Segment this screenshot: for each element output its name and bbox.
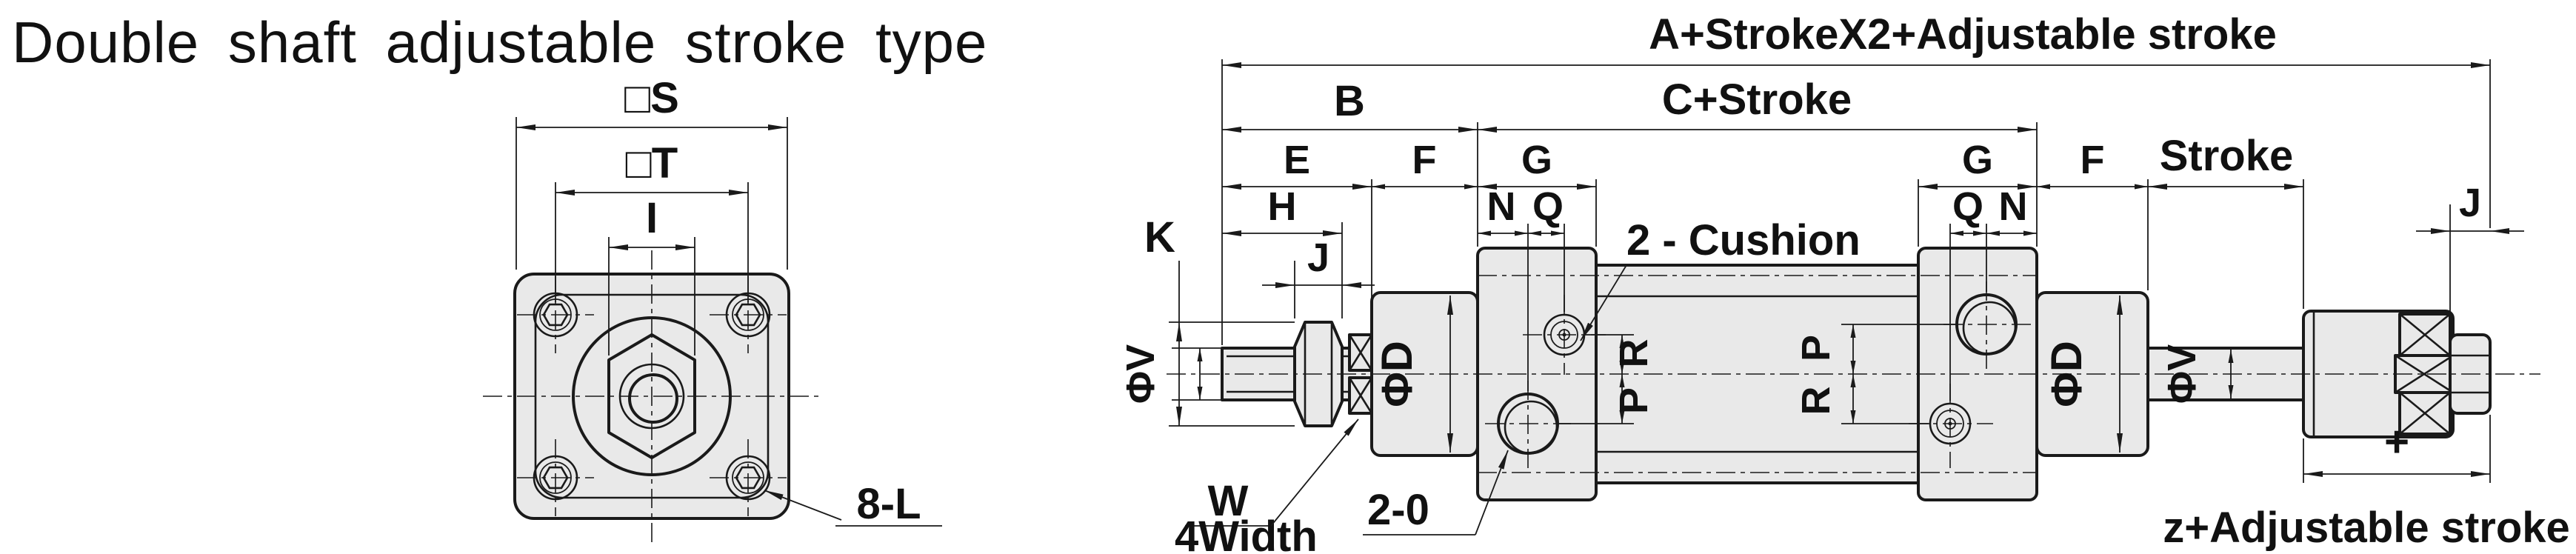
z-note-label: z+Adjustable stroke xyxy=(2163,504,2570,552)
dim-rp-left: R P xyxy=(1612,335,1656,424)
dim-t-label: □T xyxy=(626,139,678,187)
dim-i-label: I xyxy=(646,194,658,242)
dim-e: E xyxy=(1222,138,1372,190)
dim-rod-dia-right: ΦV xyxy=(2160,344,2234,404)
dim-g-left-label: G xyxy=(1521,138,1552,182)
dim-c-label: C+Stroke xyxy=(1662,76,1852,124)
dim-i: I xyxy=(608,194,695,356)
dim-h-label: H xyxy=(1268,184,1297,229)
dim-adjustable: + z+Adjustable stroke xyxy=(2163,418,2570,552)
dim-f-right-label: F xyxy=(2081,138,2105,182)
dim-g-left: G xyxy=(1478,138,1596,190)
cushion-callout-label: 2 - Cushion xyxy=(1626,216,1861,264)
dim-n-left: N xyxy=(1478,184,1528,236)
dim-f-left-label: F xyxy=(1412,138,1437,182)
port-callout: 2-0 xyxy=(1363,450,1509,535)
page-title: Double shaft adjustable stroke type xyxy=(12,10,987,75)
cushion-callout: 2 - Cushion xyxy=(1580,216,1898,341)
front-view: □S □T I 8-L xyxy=(483,74,942,544)
dim-j-left-label: J xyxy=(1307,236,1329,280)
dim-j-left: J xyxy=(1262,236,1375,288)
rod-dia-right-label: ΦV xyxy=(2160,344,2204,404)
dim-cover-dia-right: ΦD xyxy=(2043,296,2123,453)
rod-dia-left-label: ΦV xyxy=(1118,344,1163,404)
rod-circle xyxy=(628,373,678,424)
cover-dia-left-label: ΦD xyxy=(1373,341,1421,407)
dim-q-left: Q xyxy=(1528,184,1564,236)
dim-rp-right: P R xyxy=(1794,324,1856,424)
dim-n-right-label: N xyxy=(1999,184,2028,229)
dim-q-right-label: Q xyxy=(1952,184,1983,229)
wrench-callout: W 4Width xyxy=(1175,418,1359,554)
side-view: A+StrokeX2+Adjustable stroke B C+Stroke … xyxy=(1118,10,2570,554)
dim-j-right-label: J xyxy=(2459,181,2481,225)
dim-s: □S xyxy=(515,74,788,270)
dim-q-right: Q xyxy=(1950,184,1986,236)
dim-r-right-label: R xyxy=(1794,387,1838,416)
port-callout-label: 2-0 xyxy=(1367,486,1429,534)
dim-g-right-label: G xyxy=(1962,138,1993,182)
dim-p-left-label: P xyxy=(1612,387,1656,414)
dim-w-label: W xyxy=(1208,477,1249,525)
bolt-hole-bottom-left xyxy=(517,439,594,516)
bolt-callout: 8-L xyxy=(764,480,942,528)
dim-q-left-label: Q xyxy=(1532,184,1564,229)
dim-g-right: G xyxy=(1918,138,2037,190)
dim-c: C+Stroke xyxy=(1478,76,2037,133)
bolt-hole-bottom-right xyxy=(710,439,787,516)
dim-a-label: A+StrokeX2+Adjustable stroke xyxy=(1649,10,2277,59)
dim-stroke: Stroke xyxy=(2148,132,2303,190)
bolt-callout-label: 8-L xyxy=(857,480,921,528)
dim-k-label: K xyxy=(1144,213,1175,261)
dim-s-label: □S xyxy=(624,74,679,122)
dim-e-label: E xyxy=(1284,138,1310,182)
dim-t: □T xyxy=(555,139,749,302)
dim-a: A+StrokeX2+Adjustable stroke xyxy=(1222,10,2490,68)
dim-f-right: F xyxy=(2037,138,2148,190)
dim-rod-dia-left: ΦV xyxy=(1118,344,1203,404)
dim-b: B xyxy=(1222,77,1478,133)
dim-j-right: J xyxy=(2416,181,2524,234)
dim-k: K xyxy=(1144,213,1182,426)
dim-cover-dia-left: ΦD xyxy=(1373,296,1453,453)
dim-n-left-label: N xyxy=(1487,184,1516,229)
dim-f-left: F xyxy=(1372,138,1478,190)
wrench-note-label: 4Width xyxy=(1175,513,1318,554)
adjust-dim-label: + xyxy=(2384,418,2409,466)
dim-h: H xyxy=(1222,184,1342,236)
cover-dia-right-label: ΦD xyxy=(2043,341,2091,407)
rod-bushing-left xyxy=(1348,333,1373,415)
dim-r-left-label: R xyxy=(1612,339,1656,368)
dim-stroke-label: Stroke xyxy=(2160,132,2294,180)
dim-p-right-label: P xyxy=(1794,335,1838,361)
dim-b-label: B xyxy=(1334,77,1365,125)
dim-n-right: N xyxy=(1986,184,2037,236)
